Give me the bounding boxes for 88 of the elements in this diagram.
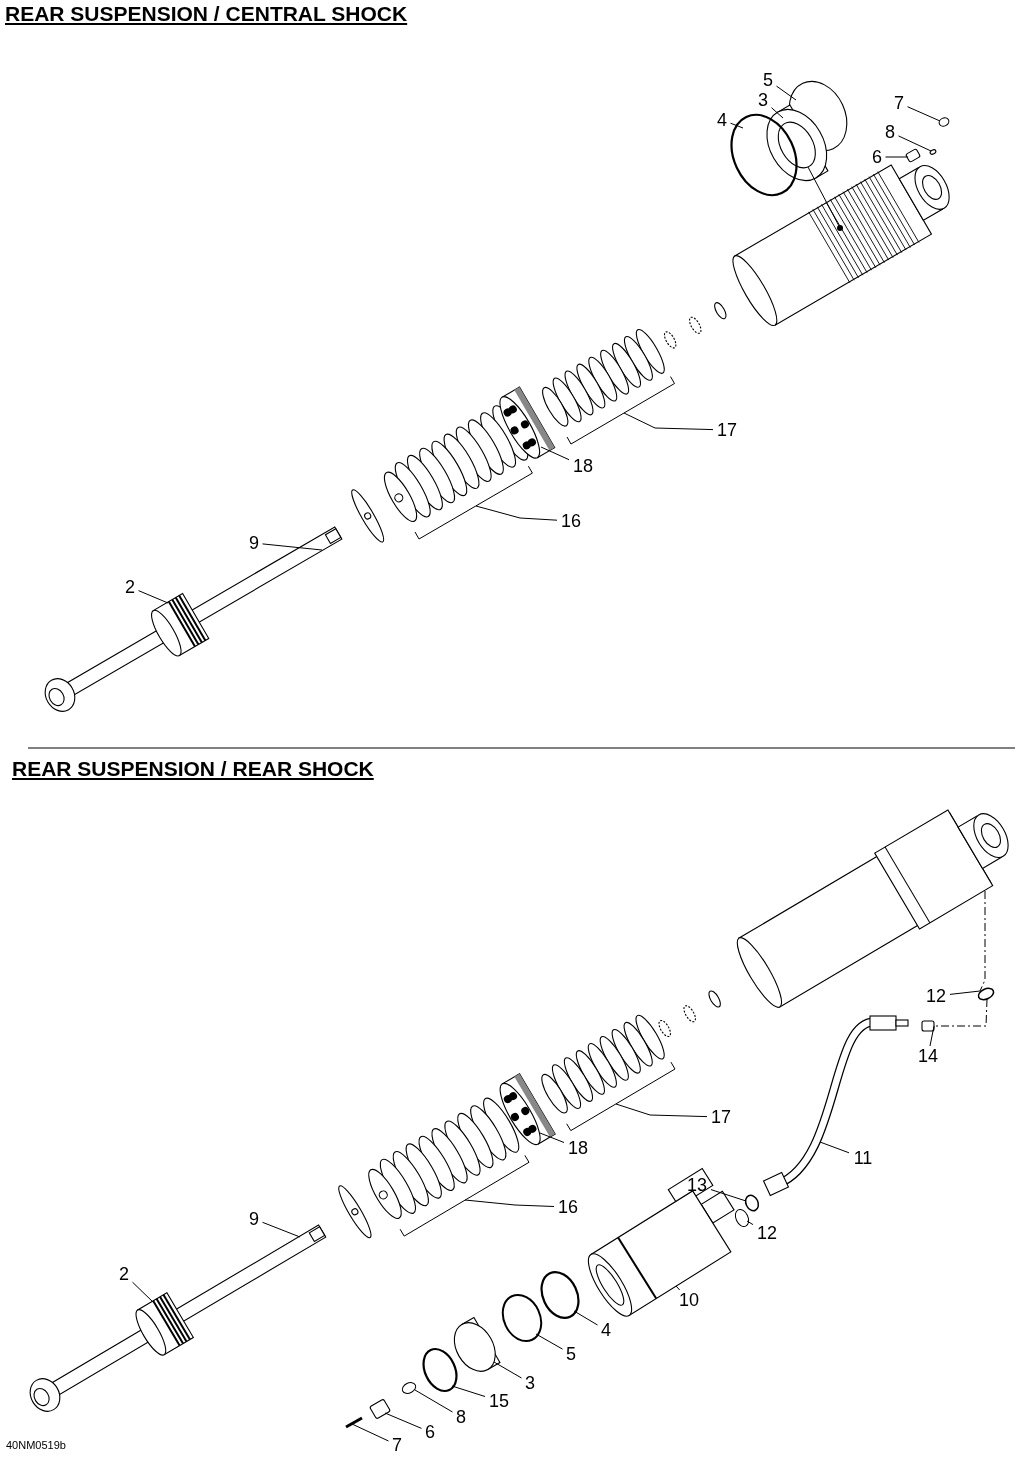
bracket bbox=[566, 376, 675, 445]
leader-line bbox=[384, 1412, 422, 1429]
leader-line bbox=[464, 1199, 555, 1207]
leader-line bbox=[451, 1385, 486, 1397]
callout-number: 8 bbox=[885, 123, 895, 141]
leader-line bbox=[262, 1221, 301, 1238]
washer bbox=[929, 149, 937, 155]
bracket bbox=[399, 1154, 530, 1237]
leader-line bbox=[539, 1132, 565, 1143]
callout-number: 5 bbox=[763, 71, 773, 89]
leader-line bbox=[819, 1141, 850, 1154]
callout-number: 16 bbox=[558, 1198, 578, 1216]
leader-line bbox=[132, 1281, 154, 1303]
shock-body bbox=[736, 809, 1009, 1008]
callout-number: 4 bbox=[717, 111, 727, 129]
valve-fitting bbox=[905, 148, 921, 163]
callout-number: 7 bbox=[894, 94, 904, 112]
bracket bbox=[566, 1061, 676, 1132]
o-ring bbox=[540, 1271, 580, 1319]
leader-line bbox=[573, 1310, 598, 1326]
nut bbox=[921, 1020, 935, 1032]
piston bbox=[499, 386, 556, 459]
leader-line bbox=[351, 1423, 389, 1442]
o-ring bbox=[730, 113, 798, 197]
leader-line bbox=[262, 543, 323, 551]
callout-number: 6 bbox=[425, 1423, 435, 1441]
screw bbox=[938, 117, 950, 127]
section-heading: REAR SUSPENSION / REAR SHOCK bbox=[12, 757, 374, 781]
screw bbox=[345, 1416, 363, 1429]
callout-number: 18 bbox=[568, 1139, 588, 1157]
callout-number: 6 bbox=[872, 148, 882, 166]
callout-number: 7 bbox=[392, 1436, 402, 1454]
callout-number: 13 bbox=[687, 1176, 707, 1194]
leader-line bbox=[746, 1220, 754, 1226]
callout-number: 16 bbox=[561, 512, 581, 530]
leader-line bbox=[414, 1389, 453, 1413]
callout-number: 14 bbox=[918, 1047, 938, 1065]
end-cap bbox=[766, 104, 829, 182]
leader-line bbox=[898, 135, 932, 152]
leader-line bbox=[929, 1025, 935, 1047]
callout-number: 17 bbox=[711, 1108, 731, 1126]
callout-number: 9 bbox=[249, 534, 259, 552]
callout-number: 3 bbox=[525, 1374, 535, 1392]
leader-line bbox=[907, 106, 941, 122]
leader-line bbox=[710, 1189, 747, 1202]
o-ring bbox=[977, 987, 995, 1001]
callout-number: 10 bbox=[679, 1291, 699, 1309]
leader-line bbox=[885, 156, 909, 158]
leader-line bbox=[949, 990, 981, 995]
o-ring bbox=[734, 1208, 750, 1228]
leader-line bbox=[807, 166, 843, 231]
callout-number: 17 bbox=[717, 421, 737, 439]
assembly-line bbox=[933, 998, 988, 1027]
leader-line bbox=[675, 1285, 681, 1291]
callout-number: 18 bbox=[573, 457, 593, 475]
seal bbox=[401, 1382, 417, 1394]
callout-number: 12 bbox=[926, 987, 946, 1005]
leader-line bbox=[771, 107, 784, 119]
leader-line bbox=[540, 446, 570, 461]
shock-body bbox=[732, 164, 950, 327]
callout-number: 15 bbox=[489, 1392, 509, 1410]
callout-number: 4 bbox=[601, 1321, 611, 1339]
end-cap bbox=[453, 1316, 501, 1372]
leader-line bbox=[730, 122, 744, 129]
leader-line bbox=[535, 1333, 563, 1350]
leader-line bbox=[138, 590, 169, 604]
o-ring bbox=[422, 1348, 458, 1392]
callout-number: 12 bbox=[757, 1224, 777, 1242]
hose bbox=[762, 1015, 909, 1197]
callout-number: 2 bbox=[125, 578, 135, 596]
o-ring bbox=[501, 1294, 543, 1342]
callout-number: 11 bbox=[853, 1149, 873, 1167]
leader-line bbox=[623, 412, 714, 431]
callout-number: 2 bbox=[119, 1265, 129, 1283]
washer bbox=[744, 1194, 760, 1212]
assembly-line bbox=[979, 890, 986, 992]
leader-line bbox=[776, 85, 797, 101]
callout-number: 8 bbox=[456, 1408, 466, 1426]
bracket bbox=[414, 465, 533, 540]
drawing-number: 40NM0519b bbox=[6, 1439, 66, 1451]
callout-number: 9 bbox=[249, 1210, 259, 1228]
reservoir bbox=[587, 1167, 735, 1317]
leader-line bbox=[475, 505, 558, 521]
section-heading: REAR SUSPENSION / CENTRAL SHOCK bbox=[5, 2, 408, 26]
leader-line bbox=[493, 1361, 522, 1379]
callout-number: 5 bbox=[566, 1345, 576, 1363]
callout-number: 3 bbox=[758, 91, 768, 109]
leader-line bbox=[615, 1103, 708, 1118]
